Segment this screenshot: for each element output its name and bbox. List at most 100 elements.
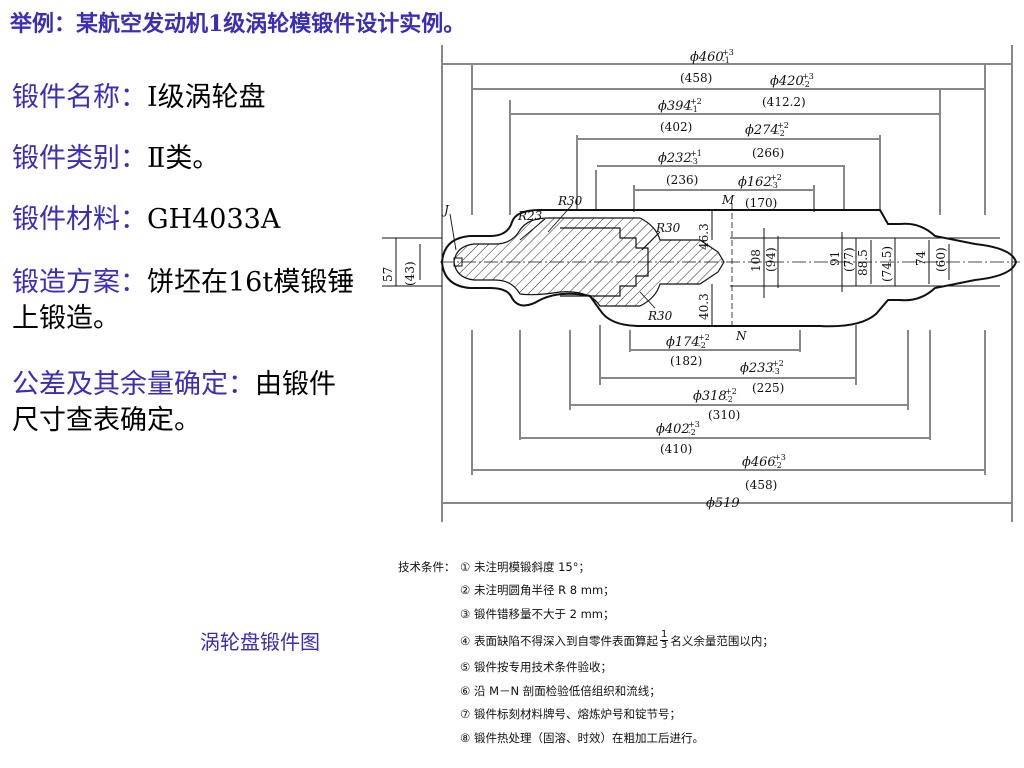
dim-402-ref: (402) [660,120,692,134]
tech-item-1: ① 未注明模锻斜度 15°； [460,559,591,574]
dim-318: ϕ318 [693,389,727,404]
label-j: J [441,203,450,217]
forging-name-value: Ⅰ级涡轮盘 [147,82,266,113]
tech-item-4b: 名义余量范围以内； [670,633,774,648]
dim-174: ϕ174 [666,335,700,350]
tolerance-note: 公差及其余量确定：由锻件尺寸查表确定。 [12,367,357,439]
slide-title: 举例：某航空发动机1级涡轮模锻件设计实例。 [10,11,466,37]
label-r30-top: R30 [557,194,583,208]
tech-item-5: ⑤ 锻件按专用技术条件验收； [460,660,612,675]
dim-519: ϕ519 [706,496,740,511]
bottom-dimension-lines [443,349,1011,504]
dim-458-ref: (458) [680,71,712,85]
top-dim-texts: ϕ460 +3 -1 (458) ϕ420 +3 -2 (412.2) ϕ394… [658,48,814,210]
forging-drawing: ϕ460 +3 -1 (458) ϕ420 +3 -2 (412.2) ϕ394… [381,45,1020,522]
tech-item-3: ③ 锻件错移量不大于 2 mm； [460,606,615,621]
label-43: (43) [403,261,417,286]
forging-category-value: Ⅱ类。 [147,143,220,174]
dim-466-tol-dn: -2 [774,461,782,470]
dim-232-tol-dn: -3 [690,157,698,166]
tolerance-note-key: 公差及其余量确定： [12,369,255,400]
tech-lead: 技术条件： [398,559,456,574]
tech-item-6: ⑥ 沿 M－N 剖面检验低倍组织和流线； [460,683,661,698]
label-88-5: 88.5 [856,249,870,276]
forging-plan: 锻造方案：饼坯在16t模锻锤上锻造。 [12,265,357,337]
dim-233: ϕ233 [740,361,774,376]
label-46-3: 46.3 [697,223,711,250]
tech-row-2: ② 未注明圆角半径 R 8 mm； [398,579,1018,603]
dim-162-tol-up: +2 [770,173,782,182]
disk-outline [440,209,1018,328]
dim-274-tol-up: +2 [777,121,789,130]
drawing-labels: R30 R23 R30 R30 J M N 57 (43) 46.3 40.3 … [381,193,948,343]
dim-458-bottom-ref: (458) [745,478,777,492]
tech-item-2: ② 未注明圆角半径 R 8 mm； [460,583,615,598]
dim-162-tol-dn: -3 [770,181,778,190]
forging-plan-value: 饼坯在16t模锻锤上锻造。 [12,267,355,334]
dim-232: ϕ232 [658,151,692,166]
dim-233-tol-dn: -3 [772,367,780,376]
tech-row-1: 技术条件： ① 未注明模锻斜度 15°； [398,555,1018,579]
dim-420-tol-up: +3 [802,72,814,81]
forging-name: 锻件名称：Ⅰ级涡轮盘 [12,80,357,116]
dim-236-ref: (236) [666,173,698,187]
sample-marker [453,257,463,267]
tech-row-5: ⑤ 锻件按专用技术条件验收； [398,656,1018,680]
forging-material-key: 锻件材料： [12,204,147,235]
tech-row-7: ⑦ 锻件标刻材料牌号、熔炼炉号和锭节号； [398,703,1018,727]
label-60: (60) [934,247,948,272]
dim-225-ref: (225) [752,381,784,395]
label-r30-bottom: R30 [647,309,673,323]
dim-233-tol-up: +2 [772,359,784,368]
label-74-5: (74.5) [880,246,894,282]
leader-lines [449,204,661,309]
label-91: 91 [828,251,842,266]
dim-394-tol-dn: -1 [690,105,698,114]
label-77: (77) [842,247,856,272]
forging-category: 锻件类别：Ⅱ类。 [12,141,357,177]
tech-row-6: ⑥ 沿 M－N 剖面检验低倍组织和流线； [398,679,1018,703]
dim-420-tol-dn: -2 [802,80,810,89]
tech-item-8: ⑧ 锻件热处理（固溶、时效）在粗加工后进行。 [460,730,704,745]
technical-conditions: 技术条件： ① 未注明模锻斜度 15°； ② 未注明圆角半径 R 8 mm； ③ … [398,555,1018,750]
dim-460-tol-up: +3 [722,48,734,57]
vertical-dimension-lines [382,210,1000,326]
tolerance-note-value: 由锻件尺寸查表确定。 [12,369,336,436]
dim-274: ϕ274 [745,123,779,138]
dim-318-tol-up: +2 [725,387,737,396]
tech-row-3: ③ 锻件错移量不大于 2 mm； [398,602,1018,626]
label-n: N [735,329,747,343]
dim-274-tol-dn: -2 [777,129,785,138]
dim-460-tol-dn: -1 [722,56,730,65]
drawing-caption: 涡轮盘锻件图 [200,630,320,654]
top-dimension-lines [443,63,1011,191]
dim-394: ϕ394 [658,99,692,114]
label-57: 57 [381,267,395,282]
tech-item-7: ⑦ 锻件标刻材料牌号、熔炼炉号和锭节号； [460,707,681,722]
label-r23: R23 [517,209,543,223]
dim-232-tol-up: +1 [690,149,702,158]
dim-420: ϕ420 [770,74,804,89]
dim-402-bottom: ϕ402 [656,422,690,437]
forging-plan-key: 锻造方案： [12,267,147,298]
dim-266-ref: (266) [752,146,784,160]
forging-material: 锻件材料：GH4033A [12,202,357,238]
tech-row-8: ⑧ 锻件热处理（固溶、时效）在粗加工后进行。 [398,726,1018,750]
forging-name-key: 锻件名称： [12,82,147,113]
forging-material-value: GH4033A [147,204,281,235]
dim-170-ref: (170) [745,196,777,210]
tech-item-4a: ④ 表面缺陷不得深入到自零件表面算起 [460,633,658,648]
dim-466-tol-up: +3 [774,453,786,462]
dim-394-tol-up: +2 [690,97,702,106]
dim-182-ref: (182) [670,354,702,368]
dim-174-tol-up: +2 [698,333,710,342]
dim-310-ref: (310) [708,408,740,422]
label-74: 74 [914,250,928,266]
label-m: M [721,193,735,207]
dim-466: ϕ466 [742,455,776,470]
dim-174-tol-dn: -2 [698,341,706,350]
dim-162: ϕ162 [738,175,772,190]
label-94: (94) [764,247,778,272]
